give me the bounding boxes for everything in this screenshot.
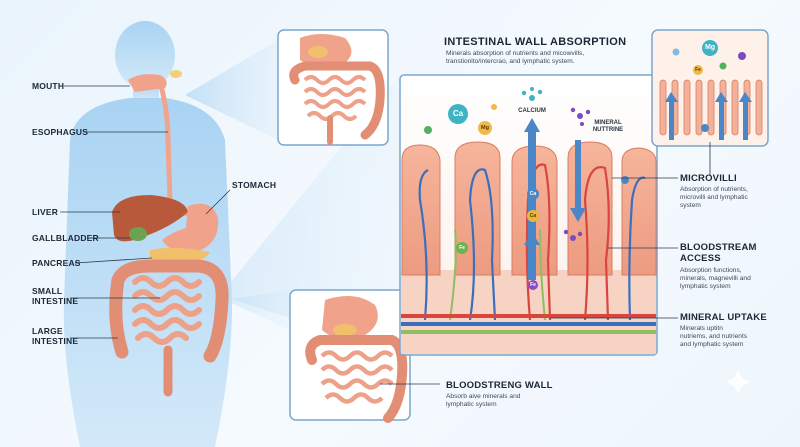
large-intestine [109,259,229,363]
sparkle-icon [726,370,750,394]
callout-microvilli-text: Absorption of nutrients, microvilli and … [680,186,748,209]
callout-mineral-uptake-title: MINERAL UPTAKE [680,312,767,323]
zoom-beam-bottom [225,290,290,330]
label-liver: LIVER [32,207,59,217]
microvilli-arrows [665,92,752,140]
ion-fe-inset: Fe [695,67,701,73]
stomach [162,203,219,253]
artery-band [401,314,656,318]
panel-title: INTESTINAL WALL ABSORPTION [444,36,627,48]
lymph-vessel [449,229,546,321]
callout-microvilli-title: MICROVILLI [680,173,737,184]
small-intestine [132,275,202,345]
blue-ion [527,188,539,200]
mineral-label: MINERAL NUTTRINE [592,120,624,133]
ion-fe-purple: Fe [530,282,536,288]
callout-bloodstreng-wall-title: BLOODSTRENG WALL [446,380,553,391]
panel-subtitle: Minerals absorption of nutrients and mic… [446,50,585,65]
label-small-intestine: SMALL INTESTINE [32,286,79,306]
ion-mg: Mg [481,125,489,131]
mg-ion [478,121,492,135]
calcium-label: CALCIUM [518,108,546,114]
ion-fe-green: Fe [459,245,465,251]
label-gallbladder: GALLBLADDER [32,233,99,243]
label-large-intestine: LARGE INTESTINE [32,326,79,346]
label-stomach: STOMACH [232,180,277,190]
callout-bloodstream-text: Absorption functions, minerals, magnevil… [680,267,751,290]
label-mouth: MOUTH [32,81,65,91]
label-esophagus: ESOPHAGUS [32,127,89,137]
calcium-molecule [521,87,543,101]
mg-ion-inset [702,40,718,56]
callout-bloodstreng-wall-text: Absorb aive minerals and lymphatic syste… [446,393,521,408]
ca-ion [448,104,468,124]
ion-mg-inset: Mg [704,44,716,51]
salivary-gland [170,70,182,78]
fe-ion-inset [693,65,703,75]
zoom-beam-top [185,40,278,140]
ion-ca: Ca [452,109,464,118]
oral-cavity [128,74,167,92]
ion-ca-blue: Ca [529,191,537,197]
lymph-band [401,330,656,334]
purple-ion [528,280,538,290]
label-pancreas: PANCREAS [32,258,81,268]
gallbladder [129,227,147,241]
fe-ion [424,126,432,134]
yellow-ion [527,210,539,222]
green-ion [456,242,468,254]
callout-bloodstream-title: BLOODSTREAM ACCESS [680,242,757,264]
callout-mineral-uptake-text: Minerals uptitn nutriems, and nutrients … [680,325,748,348]
vein-band [401,322,656,326]
ion-ca-yellow: Ca [529,213,537,219]
mineral-molecule [563,107,591,241]
